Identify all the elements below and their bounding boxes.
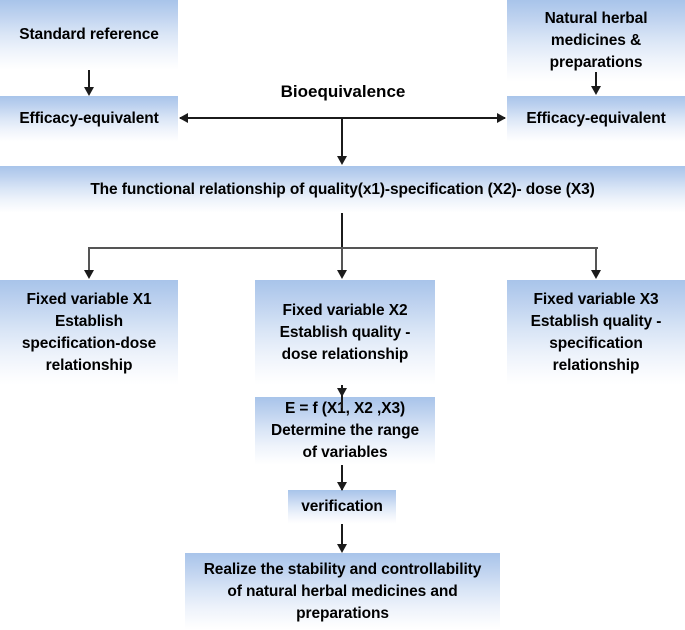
connector-natural-to-efficacy-right <box>595 72 597 87</box>
node-efficacy-equivalent-right-label: Efficacy-equivalent <box>526 110 666 127</box>
node-fixed-variable-x3-line-1: Fixed variable X3 <box>533 290 659 308</box>
node-natural-herbal-line-3: preparations <box>549 54 643 71</box>
arrowhead-branch-to-fixed-x2 <box>337 270 347 279</box>
arrowhead-equation-to-verification <box>337 482 347 491</box>
connector-functional-to-branchbar <box>341 213 343 248</box>
node-efficacy-equivalent-left-label: Efficacy-equivalent <box>19 110 159 127</box>
connector-standard-to-efficacy-left <box>88 70 90 88</box>
arrowhead-branch-to-fixed-x3 <box>591 270 601 279</box>
connector-verification-to-realize <box>341 524 343 546</box>
arrowhead-bioequivalence-left <box>179 113 188 123</box>
connector-branch-to-fixed-x2 <box>341 247 343 271</box>
node-realize-stability-line-1: Realize the stability and controllabilit… <box>203 560 482 578</box>
arrowhead-bioequivalence-to-functional <box>337 156 347 165</box>
node-fixed-variable-x1-line-3: specification-dose <box>21 334 157 352</box>
node-fixed-variable-x1-line-2: Establish <box>54 312 123 330</box>
arrowhead-standard-to-efficacy-left <box>84 87 94 96</box>
node-natural-herbal-line-2: medicines & <box>550 32 642 49</box>
node-verification-label: verification <box>301 498 383 515</box>
connector-bioequivalence-to-functional <box>341 118 343 156</box>
node-fixed-variable-x2: Fixed variable X2 Establish quality - do… <box>255 280 435 385</box>
node-fixed-variable-x2-line-3: dose relationship <box>281 345 409 363</box>
node-functional-relationship: The functional relationship of quality(x… <box>0 166 685 213</box>
arrowhead-natural-to-efficacy-right <box>591 86 601 95</box>
node-equation: E = f (X1, X2 ,X3) Determine the range o… <box>255 397 435 465</box>
node-fixed-variable-x1-line-1: Fixed variable X1 <box>26 290 152 308</box>
arrowhead-verification-to-realize <box>337 544 347 553</box>
arrowhead-branch-to-fixed-x1 <box>84 270 94 279</box>
node-efficacy-equivalent-right: Efficacy-equivalent <box>507 96 685 142</box>
node-efficacy-equivalent-left: Efficacy-equivalent <box>0 96 178 142</box>
node-fixed-variable-x3-line-3: specification <box>549 334 643 352</box>
node-fixed-variable-x2-line-1: Fixed variable X2 <box>282 301 408 319</box>
arrowhead-bioequivalence-right <box>497 113 506 123</box>
node-standard-reference-line-1: Standard reference <box>19 26 159 43</box>
node-verification: verification <box>288 490 396 524</box>
node-fixed-variable-x3-line-2: Establish quality - <box>530 312 662 330</box>
node-realize-stability-line-2: of natural herbal medicines and <box>227 582 458 600</box>
connector-equation-to-verification <box>341 465 343 490</box>
node-realize-stability-line-3: preparations <box>296 604 389 622</box>
node-realize-stability: Realize the stability and controllabilit… <box>185 553 500 630</box>
connector-branch-to-fixed-x3 <box>595 247 597 271</box>
node-natural-herbal-line-1: Natural herbal <box>544 10 648 27</box>
arrowhead-fixed-x2-to-equation <box>337 388 347 397</box>
branch-bar-horizontal <box>88 247 598 249</box>
node-fixed-variable-x1-line-4: relationship <box>45 356 133 374</box>
node-equation-line-1: E = f (X1, X2 ,X3) <box>284 400 406 417</box>
node-fixed-variable-x2-line-2: Establish quality - <box>279 323 411 341</box>
node-equation-line-3: of variables <box>302 444 388 461</box>
label-bioequivalence: Bioequivalence <box>280 82 406 101</box>
node-fixed-variable-x1: Fixed variable X1 Establish specificatio… <box>0 280 178 385</box>
node-fixed-variable-x3-line-4: relationship <box>552 356 640 374</box>
connector-branch-to-fixed-x1 <box>88 247 90 271</box>
node-fixed-variable-x3: Fixed variable X3 Establish quality - sp… <box>507 280 685 385</box>
node-natural-herbal-medicines: Natural herbal medicines & preparations <box>507 0 685 82</box>
node-functional-relationship-label: The functional relationship of quality(x… <box>90 180 595 198</box>
node-equation-line-2: Determine the range <box>271 422 419 439</box>
node-standard-reference: Standard reference <box>0 0 178 70</box>
